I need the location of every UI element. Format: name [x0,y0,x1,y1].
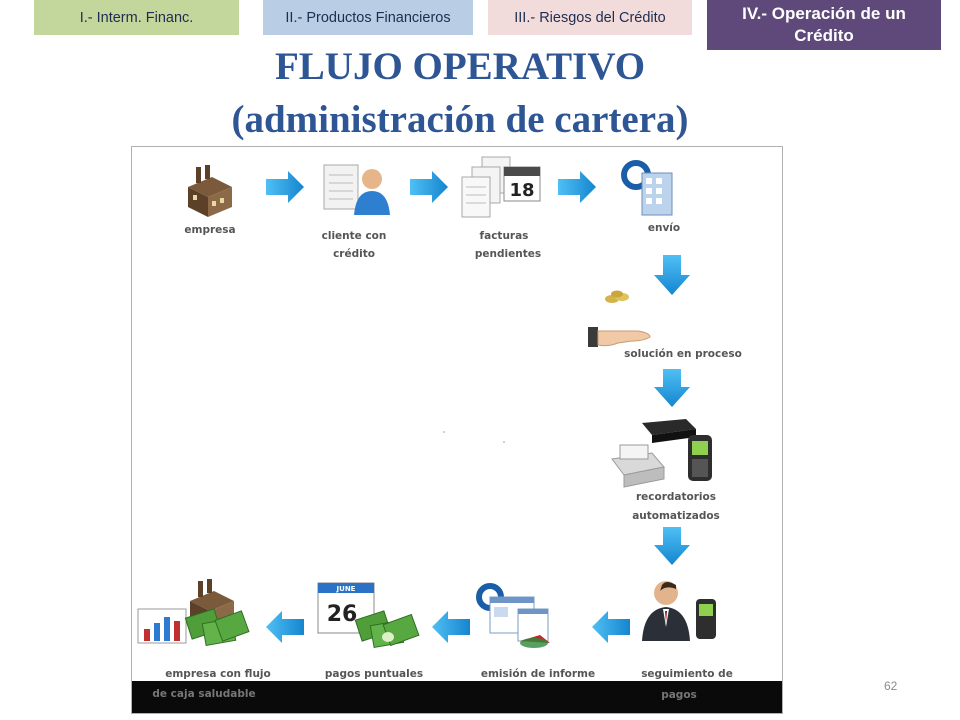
arrow-left-icon [266,611,304,643]
label-final-l2: de caja saludable [152,688,255,700]
label-facturas-l1: facturas [480,230,529,242]
label-seguimiento-l1: seguimiento de [641,668,733,680]
report-icon [476,583,550,648]
label-final-l1: empresa con flujo [165,668,271,680]
tab-operacion-credito[interactable]: IV.- Operación de un Crédito [707,0,941,50]
chart-icon [137,608,187,644]
label-pagos: pagos puntuales [325,668,423,680]
tab-productos-financieros[interactable]: II.- Productos Financieros [263,0,473,35]
arrow-down-icon [654,255,690,295]
arrow-right-icon [558,171,596,203]
businessman-icon [642,581,690,641]
money-icon [184,608,250,647]
calendar-month: JUNE [336,585,356,593]
label-empresa: empresa [184,224,235,236]
arrow-left-icon [432,611,470,643]
flow-diagram-canvas: empresa cliente con crédito [132,156,782,713]
arrow-down-icon [654,369,690,407]
invoices-icon [461,156,511,218]
label-solucion: solución en proceso [624,348,742,360]
calendar-day: 26 [327,602,358,627]
tab-interm-financ[interactable]: I.- Interm. Financ. [34,0,239,35]
label-emision: emisión de informe [481,668,595,680]
label-cliente-l1: cliente con [322,230,387,242]
label-seguimiento-l2: pagos [661,689,697,701]
page-number: 62 [884,679,898,693]
phone-icon [688,435,712,481]
bottom-band [132,681,782,713]
label-recordatorios-l1: recordatorios [636,491,716,503]
page-title: FLUJO OPERATIVO [274,45,646,88]
coins-icon [605,290,629,303]
factory-icon [188,165,232,217]
arrow-right-icon [410,171,448,203]
label-cliente-l2: crédito [333,248,375,260]
phone-icon [696,599,716,639]
arrow-right-icon [266,171,304,203]
fax-icon [611,419,696,488]
page-subtitle: (administración de cartera) [231,98,689,141]
label-facturas-l2: pendientes [475,248,541,260]
calendar-day: 18 [509,180,534,201]
building-icon [621,160,673,216]
money-icon [354,610,420,649]
calendar-icon: 18 [503,166,541,202]
hand-icon [588,327,651,347]
client-icon [323,164,390,215]
arrow-left-icon [592,611,630,643]
label-envio: envío [648,222,680,234]
arrow-down-icon [654,527,690,565]
label-recordatorios-l2: automatizados [632,510,720,522]
tab-riesgos-credito[interactable]: III.- Riesgos del Crédito [488,0,692,35]
flow-diagram: empresa cliente con crédito [131,146,783,714]
